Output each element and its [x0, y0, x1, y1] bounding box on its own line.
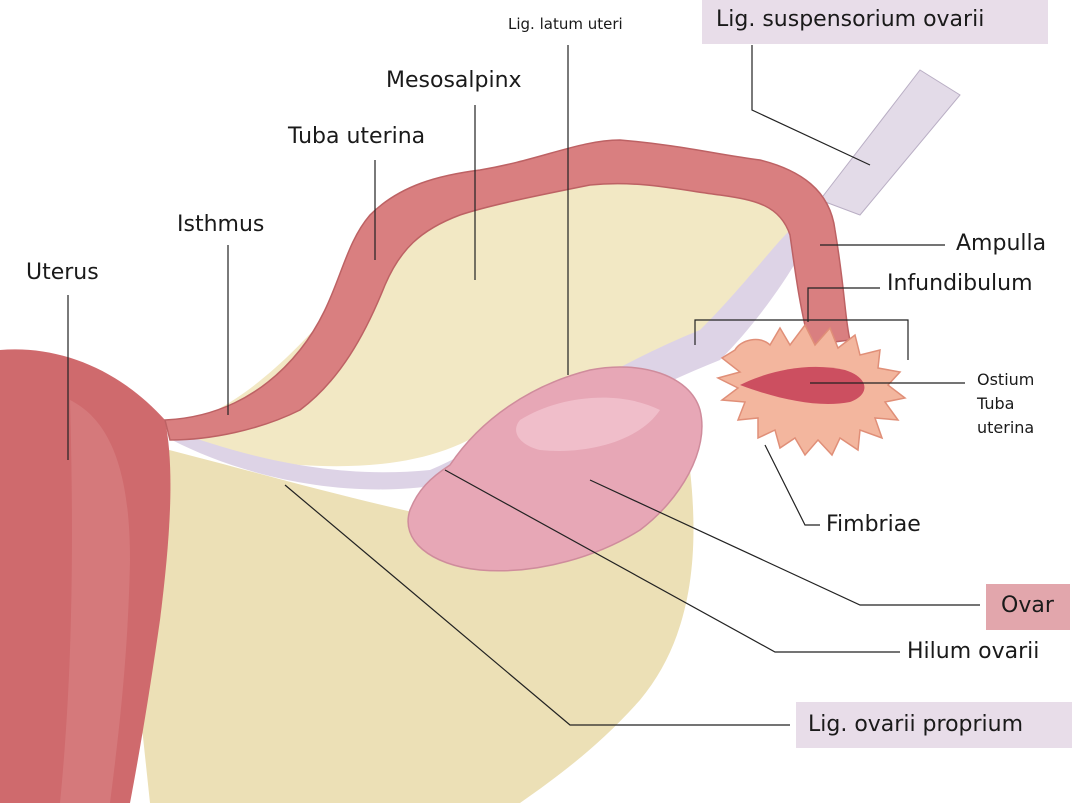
label-lig-ovarii-proprium: Lig. ovarii proprium	[808, 714, 1023, 736]
fimbriae-cluster	[718, 325, 905, 455]
label-fimbriae: Fimbriae	[826, 514, 921, 536]
label-lig-latum-uteri: Lig. latum uteri	[508, 17, 623, 32]
label-ovar: Ovar	[1001, 595, 1054, 617]
label-ampulla: Ampulla	[956, 233, 1046, 255]
label-lig-suspensorium-ovarii: Lig. suspensorium ovarii	[716, 9, 984, 31]
label-hilum-ovarii: Hilum ovarii	[907, 641, 1039, 663]
label-mesosalpinx: Mesosalpinx	[386, 70, 522, 92]
label-ostium-1: Ostium	[977, 372, 1034, 388]
label-ostium-3: uterina	[977, 420, 1034, 436]
label-ostium-2: Tuba	[977, 396, 1014, 412]
label-isthmus: Isthmus	[177, 214, 264, 236]
label-uterus: Uterus	[26, 262, 99, 284]
label-tuba-uterina: Tuba uterina	[288, 126, 425, 148]
suspensory-ligament	[820, 70, 960, 215]
label-infundibulum: Infundibulum	[887, 273, 1033, 295]
